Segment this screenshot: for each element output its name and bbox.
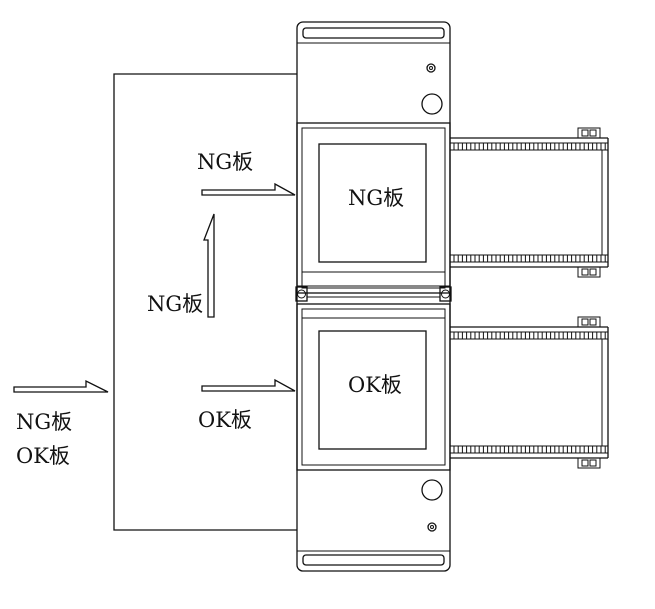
ok-output-conveyor <box>450 316 609 469</box>
ng-chamber <box>296 122 451 294</box>
round-button-icon <box>421 479 443 501</box>
ng-vertical-label: NG板 <box>147 292 203 316</box>
input-ok-label: OK板 <box>16 444 70 468</box>
ng-up-arrow <box>203 213 215 318</box>
routing-frame-line <box>113 73 297 531</box>
ng-top-label: NG板 <box>197 150 253 174</box>
ng-output-conveyor <box>450 127 609 278</box>
input-ng-label: NG板 <box>16 410 72 434</box>
ok-lane-arrow <box>201 378 296 392</box>
small-screw-icon <box>427 522 437 532</box>
small-screw-icon <box>426 63 436 73</box>
ok-chamber <box>296 303 451 471</box>
ok-lane-label: OK板 <box>198 408 252 432</box>
ng-box-label: NG板 <box>348 186 404 210</box>
input-arrow <box>13 379 109 393</box>
ok-box-label: OK板 <box>348 373 402 397</box>
ng-lane-arrow <box>201 182 296 196</box>
round-button-icon <box>421 93 443 115</box>
